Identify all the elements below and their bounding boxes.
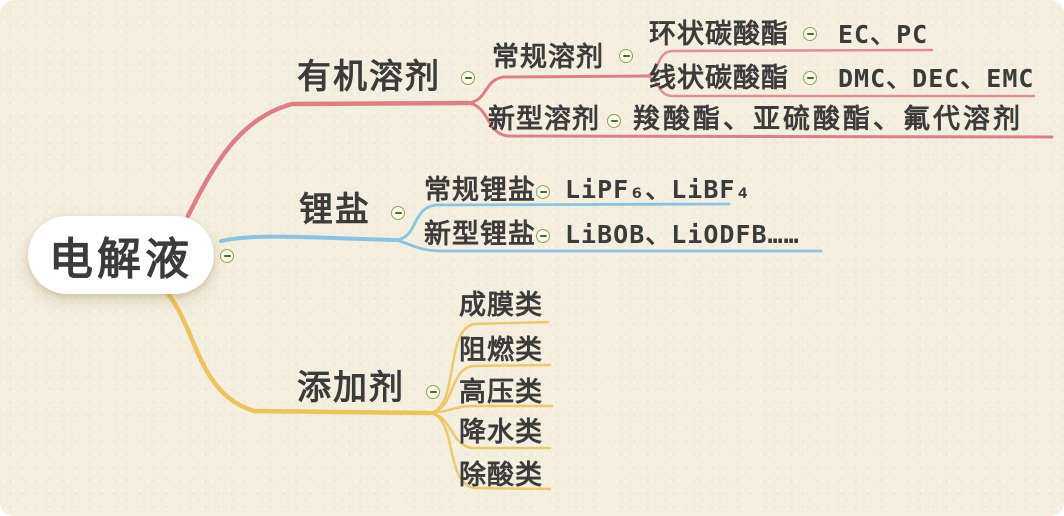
node-regular-lithium-salt[interactable]: 常规锂盐: [424, 175, 536, 205]
node-additive[interactable]: 添加剂: [297, 369, 405, 407]
collapse-icon-new-solvent[interactable]: [607, 114, 621, 128]
node-linear-carbonate[interactable]: 线状碳酸酯: [649, 63, 789, 93]
node-high-voltage[interactable]: 高压类: [459, 377, 543, 407]
node-acid-removal[interactable]: 除酸类: [459, 460, 543, 490]
collapse-icon-new-lithium-salt[interactable]: [536, 229, 550, 243]
collapse-icon-additive[interactable]: [426, 385, 440, 399]
collapse-icon-regular-lithium-salt[interactable]: [536, 185, 550, 199]
node-new-solvent[interactable]: 新型溶剂: [488, 104, 600, 134]
collapse-icon-lithium-salt[interactable]: [391, 206, 405, 220]
node-film-forming[interactable]: 成膜类: [459, 290, 543, 320]
node-cyclic-carbonate[interactable]: 环状碳酸酯: [649, 19, 789, 49]
node-lithium-salt[interactable]: 锂盐: [299, 191, 371, 229]
value-cyclic-carbonate[interactable]: EC、PC: [838, 20, 929, 49]
value-linear-carbonate[interactable]: DMC、DEC、EMC: [838, 64, 1035, 93]
value-new-lithium-salt[interactable]: LiBOB、LiODFB……: [565, 220, 800, 249]
node-regular-solvent[interactable]: 常规溶剂: [492, 42, 604, 72]
root-label: 电解液: [49, 235, 193, 284]
collapse-icon-cyclic-carbonate[interactable]: [803, 27, 817, 41]
value-regular-lithium-salt[interactable]: LiPF₆、LiBF₄: [565, 175, 752, 204]
node-new-lithium-salt[interactable]: 新型锂盐: [424, 219, 536, 249]
value-new-solvent[interactable]: 羧酸酯、亚硫酸酯、氟代溶剂: [633, 104, 1023, 134]
collapse-icon-linear-carbonate[interactable]: [803, 71, 817, 85]
node-water-reducing[interactable]: 降水类: [459, 417, 543, 447]
root-node[interactable]: 电解液: [28, 216, 214, 294]
collapse-icon-regular-solvent[interactable]: [619, 49, 633, 63]
node-flame-retardant[interactable]: 阻燃类: [459, 335, 543, 365]
collapse-icon-organic-solvent[interactable]: [461, 71, 475, 85]
node-organic-solvent[interactable]: 有机溶剂: [297, 58, 441, 96]
collapse-icon-root[interactable]: [220, 249, 234, 263]
